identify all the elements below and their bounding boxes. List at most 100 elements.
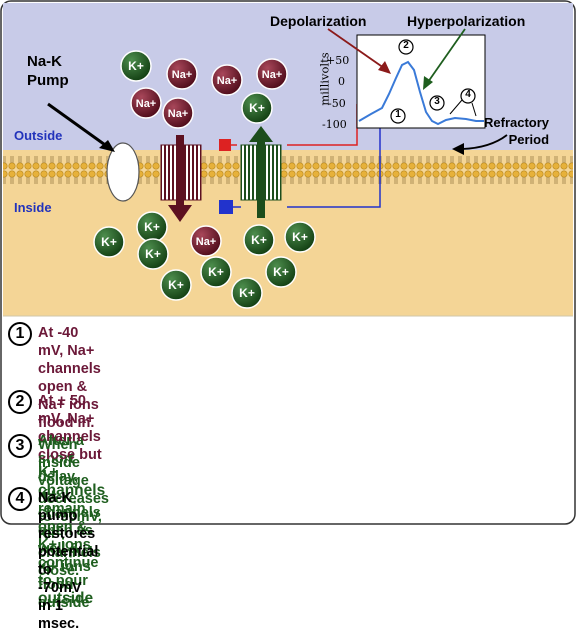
k-ion-label: K+ xyxy=(292,230,308,244)
refractory-label-line-2: Period xyxy=(508,132,550,147)
na-ion-label: Na+ xyxy=(172,69,193,81)
k-ion-label: K+ xyxy=(128,59,144,73)
graph-marker-4 xyxy=(460,88,476,104)
na-ion: Na+ xyxy=(211,64,243,96)
step-1-number: 1 xyxy=(8,322,32,346)
ion-layer: K+ Na+ Na+ Na+ Na+ Na+ K+ K+ Na+ K+ K+ K+ K+ K+ K+ K+ K+ xyxy=(93,50,316,309)
k-ion-label: K+ xyxy=(101,235,117,249)
step-2-line-1-a: At + 50 mV, Na+ channels close but xyxy=(38,393,102,463)
graph-marker-2 xyxy=(398,39,414,55)
k-ion: K+ xyxy=(120,50,152,82)
k-ion: K+ xyxy=(243,224,275,256)
k-flow-arrowhead xyxy=(249,126,273,142)
graph-marker-4-text: 4 xyxy=(465,89,471,100)
k-ion: K+ xyxy=(265,256,297,288)
graph-box xyxy=(356,34,486,129)
tick-minus-50: -50 xyxy=(328,97,346,110)
diagram-svg: K+ Na+ Na+ Na+ Na+ Na+ K+ K+ Na+ K+ K+ K+ K+ K+ K+ K+ K+ xyxy=(0,0,576,525)
cell-membrane xyxy=(3,150,573,184)
graph-marker-2-text: 2 xyxy=(403,40,409,51)
na-ion-label: Na+ xyxy=(196,236,217,248)
k-ion-circle xyxy=(231,277,263,309)
k-ion: K+ xyxy=(160,269,192,301)
hyperpolarization-arrow xyxy=(427,28,466,83)
k-gate-marker xyxy=(219,200,233,214)
depolarization-label: Depolarization xyxy=(270,13,367,29)
pump-pointer-arrowhead xyxy=(99,140,115,152)
outside-label: Outside xyxy=(14,128,63,143)
refractory-label: Refractory Period xyxy=(484,114,549,148)
na-ion-label: Na+ xyxy=(136,98,157,110)
na-ion-label: Na+ xyxy=(168,108,189,120)
step-4-text: Na-K pump restores potential to -70mV in… xyxy=(38,489,98,633)
na-ion-circle xyxy=(166,58,198,90)
k-ion-label: K+ xyxy=(273,265,289,279)
k-ion-label: K+ xyxy=(239,286,255,300)
hyperpolarization-label: Hyperpolarization xyxy=(407,13,526,29)
refractory-label-line-1: Refractory xyxy=(484,115,550,130)
k-ion: K+ xyxy=(93,226,125,258)
na-k-pump xyxy=(106,142,140,202)
graph-marker-3 xyxy=(429,95,445,111)
refractory-arrow xyxy=(461,134,508,150)
k-ion-label: K+ xyxy=(208,265,224,279)
k-ion-label: K+ xyxy=(249,101,265,115)
step-2-line-1: At + 50 mV, Na+ channels close but K+ ch… xyxy=(38,392,105,500)
na-gate-marker xyxy=(219,139,231,151)
na-ion-circle xyxy=(190,225,222,257)
pump-label: Na-K Pump xyxy=(27,52,69,90)
k-ion: K+ xyxy=(200,256,232,288)
tick-0: 0 xyxy=(338,75,345,88)
pump-label-line-1: Na-K xyxy=(27,53,63,70)
step-3-number: 3 xyxy=(8,434,32,458)
k-ion-label: K+ xyxy=(144,220,160,234)
depolarization-arrowhead xyxy=(378,61,391,74)
tick-minus-100: -100 xyxy=(322,118,347,131)
na-ion: Na+ xyxy=(166,58,198,90)
na-flow-arrowhead xyxy=(168,205,192,222)
pump-pointer-arrow xyxy=(47,102,109,149)
graph-marker-1 xyxy=(390,108,406,124)
hyperpolarization-arrowhead xyxy=(423,76,433,90)
step-3-line-1: When inside voltage decreases to -90mV, … xyxy=(38,437,109,543)
k-ion: K+ xyxy=(136,211,168,243)
k-ion-label: K+ xyxy=(251,233,267,247)
step-2-number: 2 xyxy=(8,390,32,414)
step-4-line-1: Na-K pump restores potential to -70mV in… xyxy=(38,490,99,632)
k-ion-label: K+ xyxy=(168,278,184,292)
step-4-number: 4 xyxy=(8,487,32,511)
k-ion: K+ xyxy=(284,221,316,253)
depolarization-arrow xyxy=(327,28,385,69)
pump-label-line-2: Pump xyxy=(27,72,69,89)
na-ion: Na+ xyxy=(190,225,222,257)
k-ion-circle xyxy=(243,224,275,256)
k-ion-circle xyxy=(137,238,169,270)
k-ion: K+ xyxy=(241,92,273,124)
na-ion-circle xyxy=(162,97,194,129)
na-ion: Na+ xyxy=(162,97,194,129)
k-gate-line xyxy=(287,120,381,208)
na-ion-label: Na+ xyxy=(262,69,283,81)
refractory-arrowhead xyxy=(452,143,464,155)
marker-4-leader-a xyxy=(449,99,463,115)
na-ion-circle xyxy=(256,58,288,90)
tick-plus-50: +50 xyxy=(326,54,350,67)
graph-marker-3-text: 3 xyxy=(434,96,440,107)
k-ion-circle xyxy=(120,50,152,82)
k-ion-circle xyxy=(160,269,192,301)
na-flow-arrow-shaft xyxy=(176,135,184,205)
inside-label: Inside xyxy=(14,200,52,215)
k-ion-circle xyxy=(241,92,273,124)
k-ion-circle xyxy=(265,256,297,288)
na-ion: Na+ xyxy=(256,58,288,90)
k-ion-circle xyxy=(200,256,232,288)
na-ion-label: Na+ xyxy=(217,75,238,87)
k-ion: K+ xyxy=(231,277,263,309)
marker-4-leader-b xyxy=(471,102,477,117)
na-ion-circle xyxy=(211,64,243,96)
k-flow-arrow-shaft xyxy=(257,140,265,218)
step-1-line-1: At -40 mV, Na+ channels open & Na+ ions … xyxy=(38,325,101,431)
k-ion: K+ xyxy=(137,238,169,270)
na-ion: Na+ xyxy=(130,87,162,119)
